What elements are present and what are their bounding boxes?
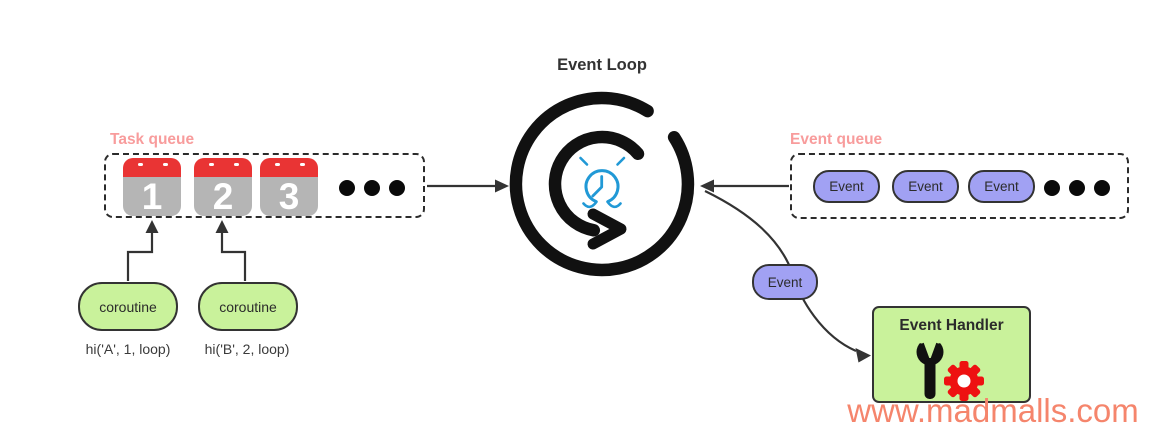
ellipsis-dot-icon [364, 180, 380, 196]
calendar-header [260, 158, 318, 177]
event-item: Event [968, 170, 1035, 203]
coroutine-a-arrow [126, 220, 159, 281]
queue-to-loop-arrow [700, 179, 789, 193]
task-number: 3 [278, 176, 300, 217]
coroutine-call-text: hi('B', 2, loop) [204, 341, 290, 357]
task-queue-box [104, 153, 425, 218]
event-item: Event [813, 170, 880, 203]
ellipsis-dot-icon [1044, 180, 1060, 196]
calendar-header [194, 158, 252, 177]
page-title: Event Loop [557, 56, 647, 74]
task-number: 2 [212, 176, 234, 217]
event-handler-title: Event Handler [899, 317, 1004, 334]
task-to-loop-arrow [427, 179, 509, 193]
event-queue-label: Event queue [790, 131, 883, 148]
calendar-icon: 2 [194, 158, 252, 216]
event-handler-box: Event Handler [872, 306, 1031, 403]
ellipsis-dot-icon [1094, 180, 1110, 196]
watermark-text: www.madmalls.com [847, 392, 1139, 429]
dispatched-event-pill: Event [752, 264, 818, 300]
event-queue-box [790, 153, 1129, 219]
event-loop-icon [509, 91, 695, 277]
alarm-clock-icon [579, 156, 626, 209]
ellipsis-dot-icon [1069, 180, 1085, 196]
event-item: Event [892, 170, 959, 203]
calendar-header [123, 158, 181, 177]
calendar-icon: 1 [123, 158, 181, 216]
coroutine-call-text: hi('A', 1, loop) [85, 341, 171, 357]
coroutine-pill: coroutine [78, 282, 178, 331]
coroutine-b-arrow [215, 220, 247, 281]
calendar-icon: 3 [260, 158, 318, 216]
task-number: 1 [141, 176, 163, 217]
task-queue-label: Task queue [110, 131, 195, 148]
coroutine-pill: coroutine [198, 282, 298, 331]
ellipsis-dot-icon [389, 180, 405, 196]
ellipsis-dot-icon [339, 180, 355, 196]
